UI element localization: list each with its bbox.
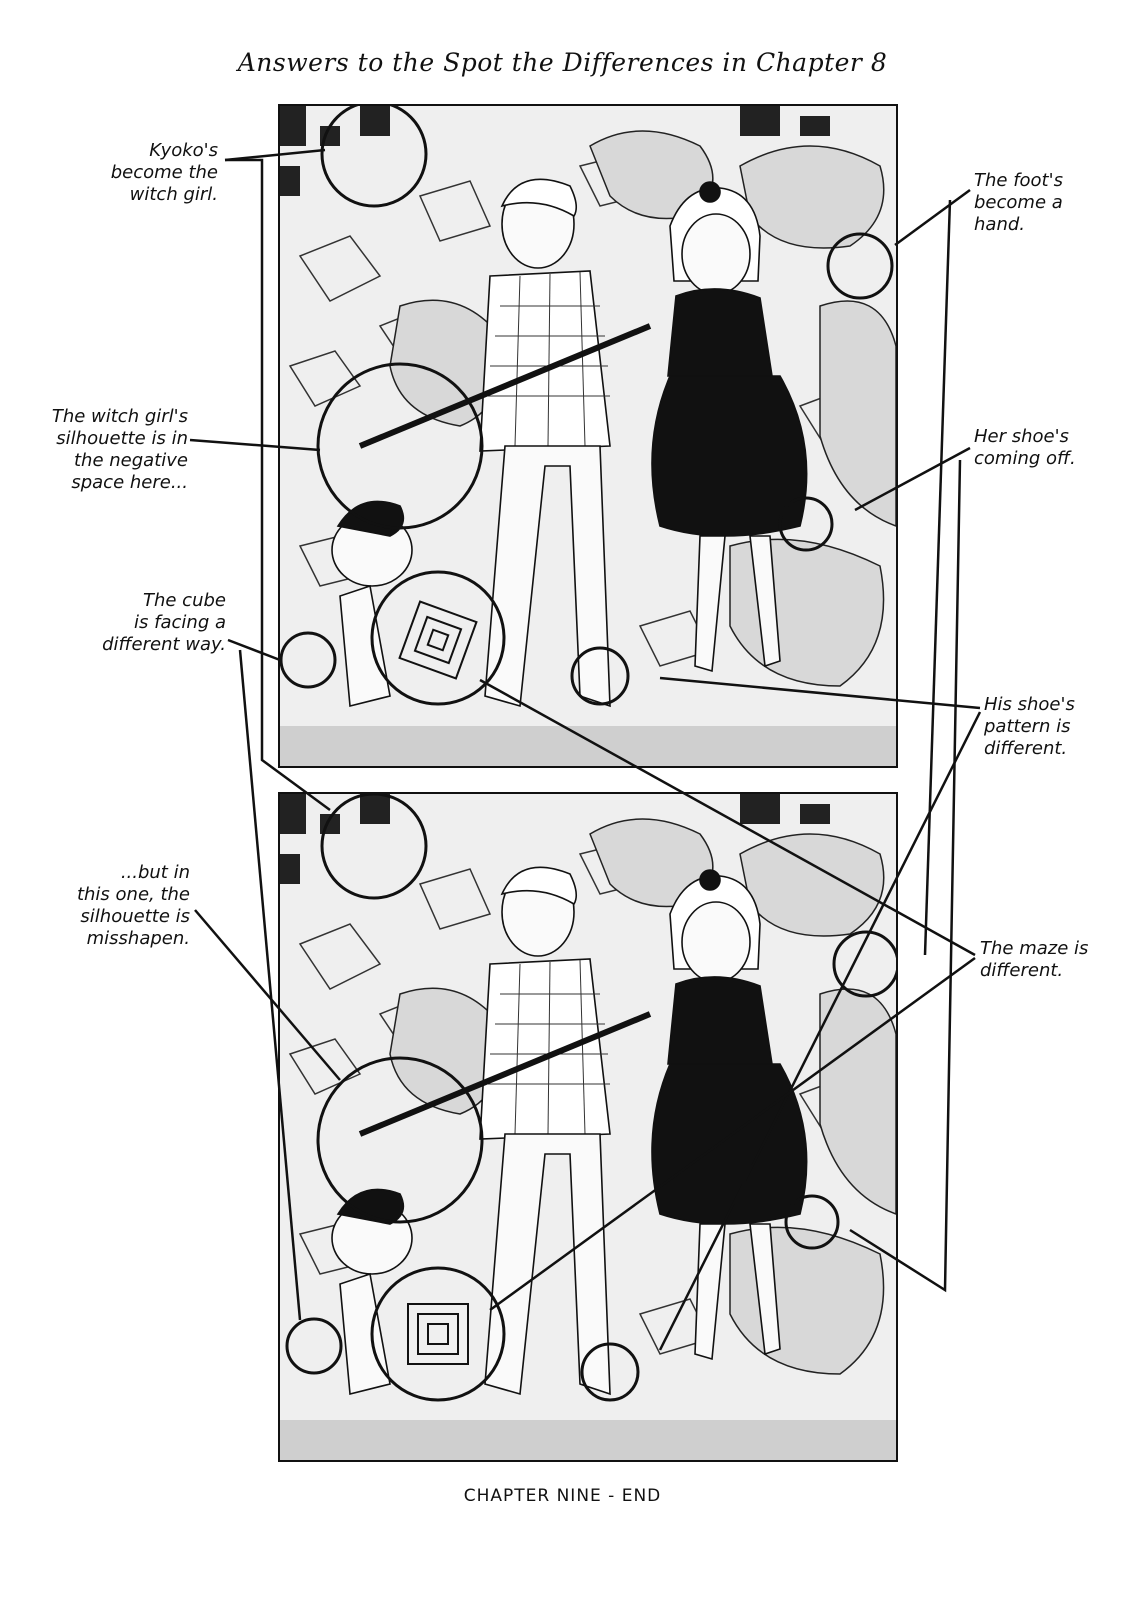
label-kyoko: Kyoko's become the witch girl. — [110, 140, 218, 205]
page-title: Answers to the Spot the Differences in C… — [237, 48, 888, 77]
bottom-panel-illustration — [280, 794, 896, 1460]
top-comic-panel — [278, 104, 898, 768]
label-silhouette-misshapen: ...but in this one, the silhouette is mi… — [76, 862, 190, 949]
label-silhouette-negative: The witch girl's silhouette is in the ne… — [51, 406, 188, 493]
top-panel-illustration — [280, 106, 896, 766]
label-maze: The maze is different. — [980, 938, 1089, 981]
label-cube: The cube is facing a different way. — [102, 590, 226, 655]
label-shoe-off: Her shoe's coming off. — [974, 426, 1076, 469]
label-foot-hand: The foot's become a hand. — [974, 170, 1063, 235]
label-his-shoe: His shoe's pattern is different. — [984, 694, 1075, 759]
chapter-end-caption: CHAPTER NINE - END — [463, 1486, 662, 1506]
bottom-comic-panel — [278, 792, 898, 1462]
